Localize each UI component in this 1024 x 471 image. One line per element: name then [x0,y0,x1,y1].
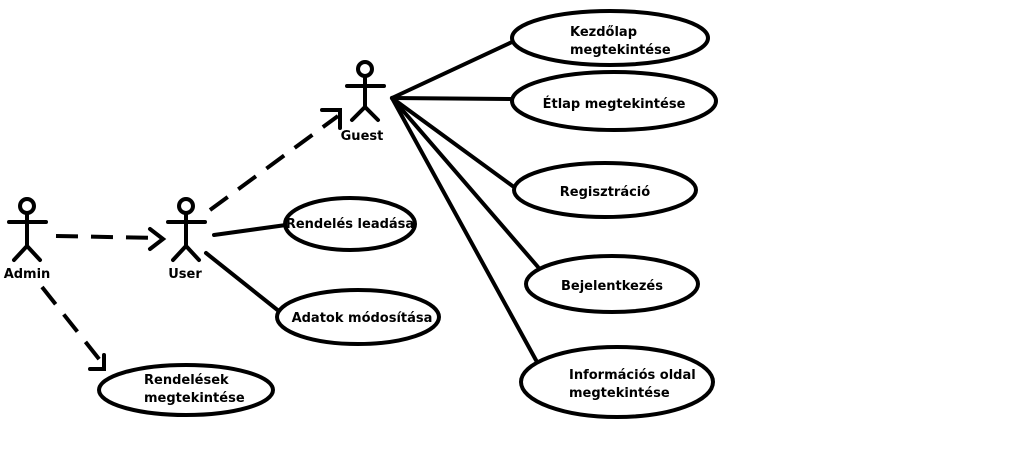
use-case-etlap-label: Étlap megtekintése [543,96,686,112]
use-case-rendeles-leadasa-line-1: Rendelés leadása [286,217,414,232]
use-case-bejelentkezes-label: Bejelentkezés [561,279,663,294]
actor-admin-legs-icon [12,243,42,262]
assoc-user-adatok-modositasa [204,251,282,314]
use-case-informacios-line-2: megtekintése [569,386,670,401]
actor-admin-label: Admin [4,267,51,282]
actor-guest-head-icon [356,60,374,78]
use-case-regisztracio: Regisztráció [512,161,698,219]
actor-user-legs-icon [171,243,201,262]
assoc-user-rendeles-leadasa [212,223,288,237]
use-case-regisztracio-line-1: Regisztráció [560,185,650,200]
use-case-rendelesek-line-1: Rendelések [144,373,229,388]
use-case-rendeles-leadasa-ellipse [283,196,417,252]
use-case-rendeles-leadasa: Rendelés leadása [283,196,417,252]
use-case-rendelesek: Rendelések megtekintése [97,363,275,417]
arrow-admin-rendelesek-head [88,353,106,371]
use-case-adatok-modositasa-label: Adatok módosítása [292,311,433,326]
arrow-admin-user-line [55,234,163,240]
arrow-user-guest-line [208,114,340,212]
use-case-kezdolap: Kezdőlap megtekintése [510,9,710,67]
assoc-guest-kezdolap [390,40,514,100]
use-case-bejelentkezes-line-1: Bejelentkezés [561,279,663,294]
use-case-rendelesek-line-2: megtekintése [144,391,245,406]
assoc-guest-regisztracio [390,96,520,192]
use-case-regisztracio-ellipse [512,161,698,219]
use-case-adatok-modositasa: Adatok módosítása [275,288,441,346]
generalization-arrows [40,108,342,371]
actor-user: User [166,197,207,282]
use-case-bejelentkezes: Bejelentkezés [524,254,700,314]
use-case-kezdolap-ellipse [510,9,710,67]
actor-guest: Guest [341,60,386,144]
actor-user-head-icon [177,197,195,215]
use-case-bejelentkezes-ellipse [524,254,700,314]
user-associations [204,223,288,314]
actor-guest-legs-icon [350,104,380,122]
actor-user-label: User [168,267,202,282]
use-case-rendeles-leadasa-label: Rendelés leadása [286,217,414,232]
assoc-guest-informacios [390,96,539,364]
use-case-etlap-line-1: Étlap megtekintése [543,96,686,112]
use-case-etlap: Étlap megtekintése [510,70,718,132]
use-case-regisztracio-label: Regisztráció [560,185,650,200]
actor-admin-head-icon [18,197,36,215]
use-case-kezdolap-line-2: megtekintése [570,43,671,58]
use-case-adatok-modositasa-line-1: Adatok módosítása [292,311,433,326]
use-case-informacios-ellipse [519,345,715,419]
assoc-guest-bejelentkezes [390,96,540,269]
actor-guest-label: Guest [341,129,384,144]
use-case-rendelesek-ellipse [97,363,275,417]
use-case-informacios-line-1: Információs oldal [569,368,696,383]
use-case-kezdolap-label: Kezdőlap megtekintése [570,25,671,58]
assoc-guest-etlap [390,96,514,101]
use-case-informacios-label: Információs oldal megtekintése [569,368,700,401]
arrow-admin-rendelesek-line [40,285,105,366]
use-case-adatok-modositasa-ellipse [275,288,441,346]
use-case-kezdolap-line-1: Kezdőlap [570,25,637,40]
guest-associations [390,40,540,364]
use-case-informacios: Információs oldal megtekintése [519,345,715,419]
use-case-etlap-ellipse [510,70,718,132]
arrow-user-guest-head [320,108,342,130]
arrow-admin-user-head [148,227,167,251]
use-case-rendelesek-label: Rendelések megtekintése [144,373,245,406]
actor-admin: Admin [4,197,51,282]
